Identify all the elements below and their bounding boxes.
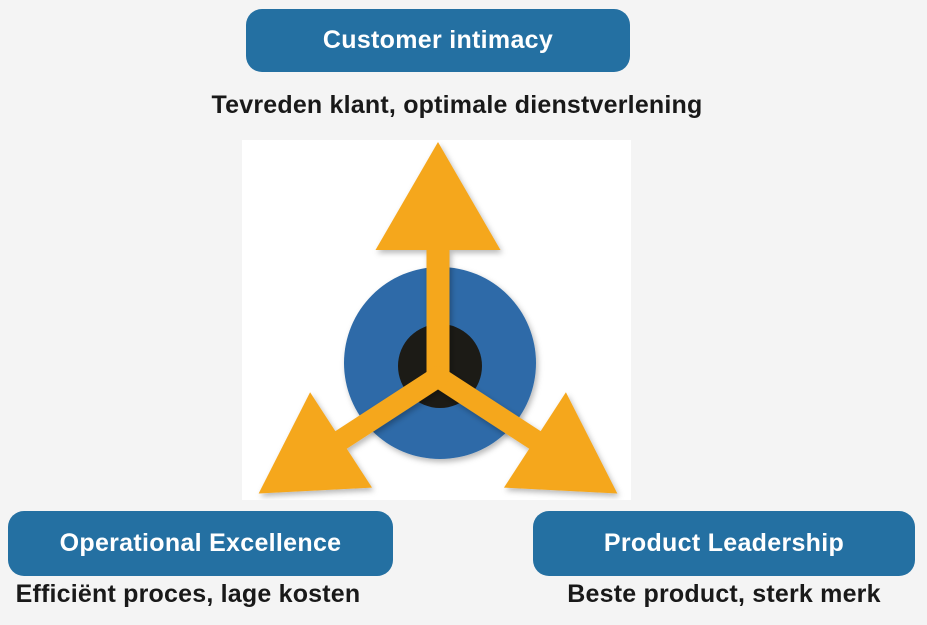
three-way-arrow-icon <box>258 142 618 494</box>
three-way-arrow-image <box>242 140 631 500</box>
customer-intimacy-button[interactable]: Customer intimacy <box>246 9 630 72</box>
product-leadership-button[interactable]: Product Leadership <box>533 511 915 576</box>
product-leadership-subtitle: Beste product, sterk merk <box>567 580 881 608</box>
arrow-group <box>258 142 618 494</box>
arrow-up <box>375 142 501 383</box>
operational-excellence-button[interactable]: Operational Excellence <box>8 511 393 576</box>
operational-excellence-subtitle: Efficiënt proces, lage kosten <box>15 580 361 608</box>
customer-intimacy-subtitle: Tevreden klant, optimale dienstverlening <box>211 91 703 119</box>
arrow-lower-left <box>258 366 448 494</box>
arrow-lower-right <box>428 366 618 494</box>
